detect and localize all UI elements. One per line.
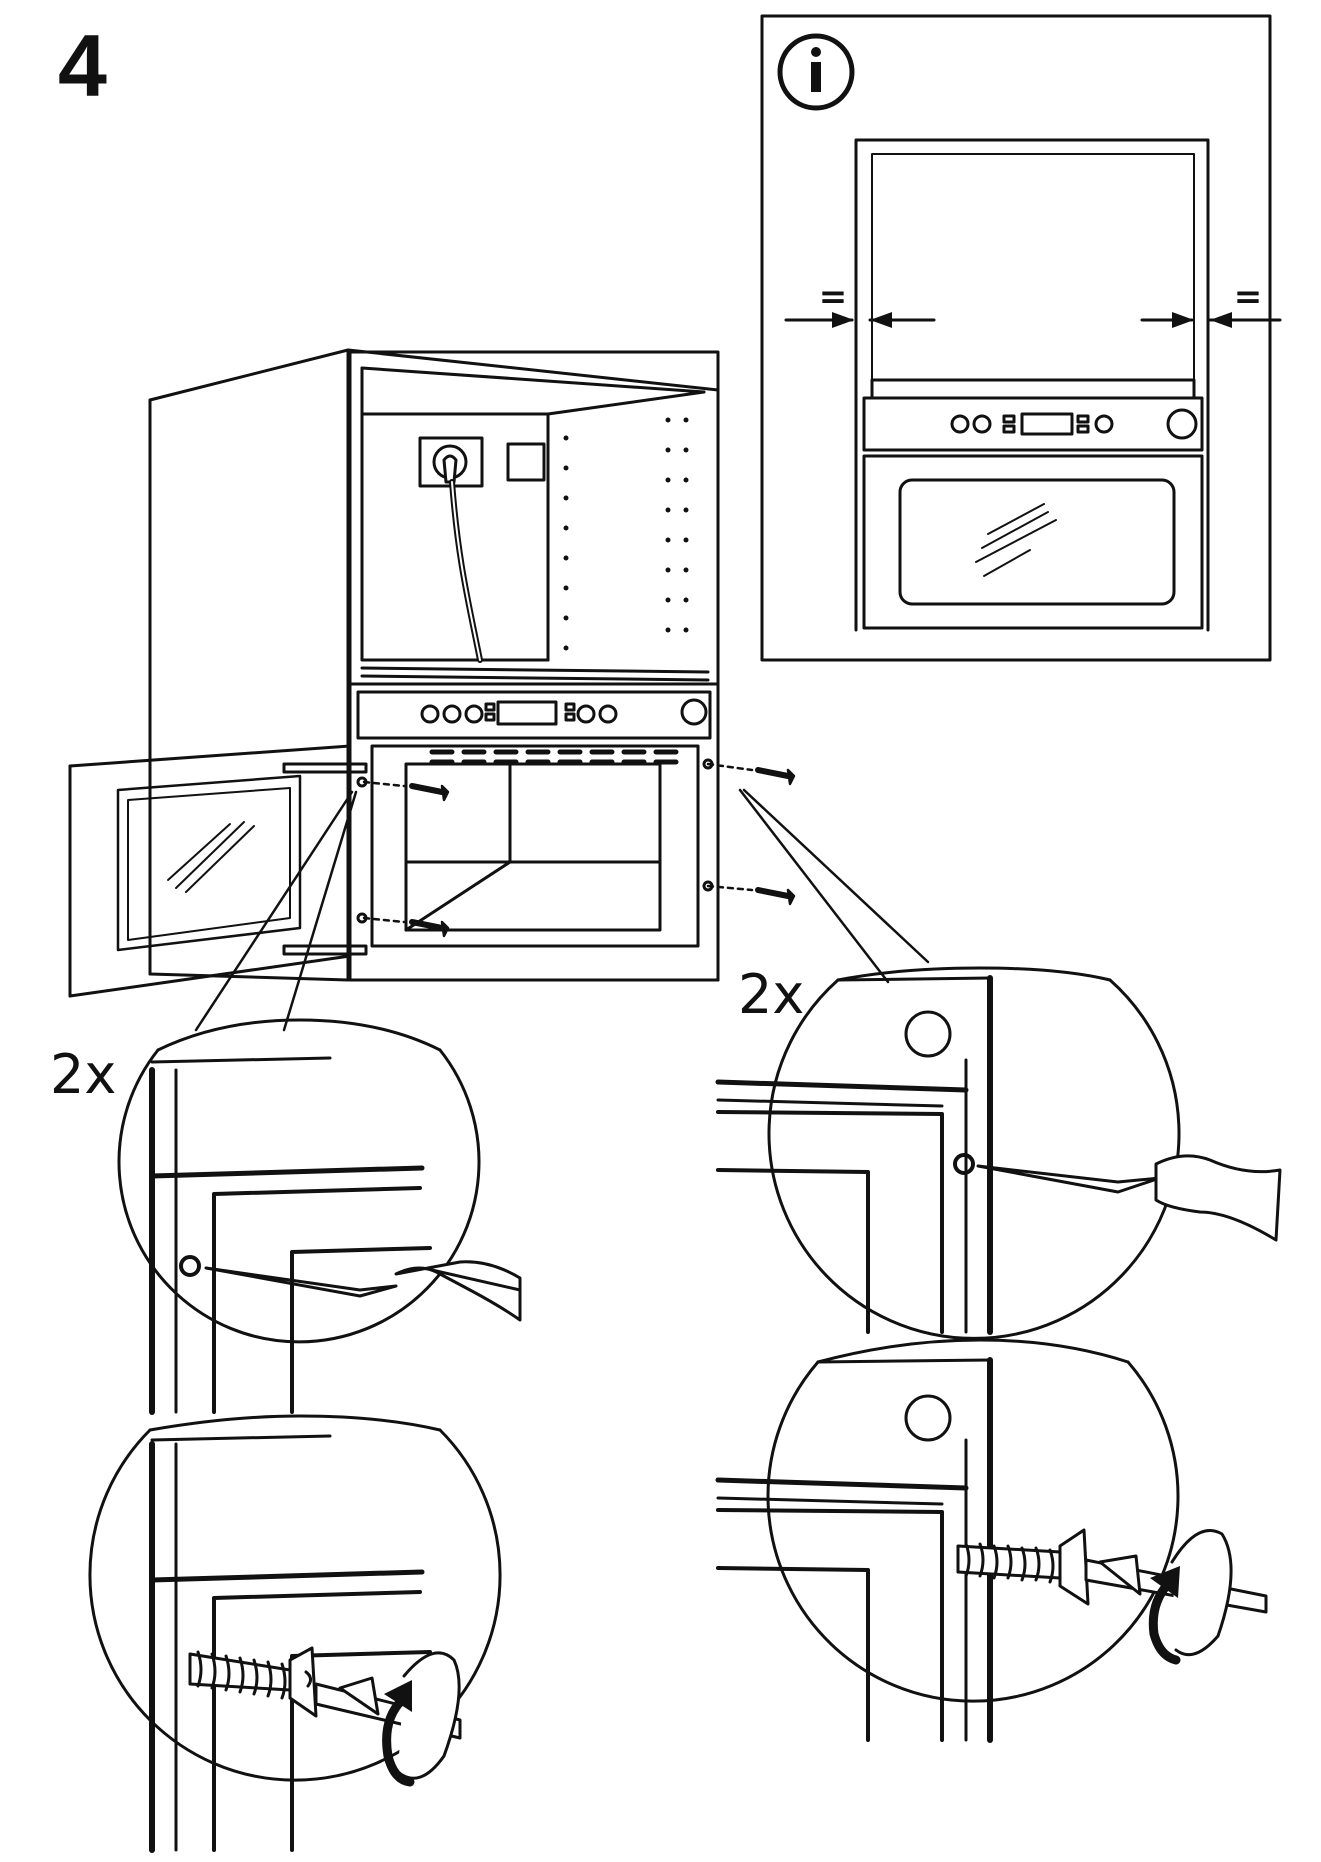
oven-small: [862, 378, 1204, 630]
step-number: 4: [58, 16, 107, 115]
vent-slots: [429, 749, 679, 765]
callout-lines: [194, 788, 930, 1032]
detail-right-top: [715, 966, 1282, 1340]
fixing-screws: [362, 762, 796, 938]
quantity-label-left: 2x: [50, 1043, 117, 1106]
cabinet-niche: [854, 138, 1210, 632]
shelf-holes: [563, 417, 689, 651]
screwdriver-icon: [204, 1260, 522, 1322]
screwdriver-icon: [976, 1154, 1282, 1242]
screw-icon: [188, 1646, 318, 1718]
power-socket: [418, 436, 546, 663]
equal-gap-right-label: =: [1234, 277, 1263, 317]
info-box: [760, 14, 1282, 662]
detail-left-top: [117, 1018, 522, 1415]
equal-gap-left-label: =: [819, 277, 848, 317]
rotate-arrow-icon: [382, 1680, 415, 1787]
info-icon: [777, 33, 855, 111]
screwdriver-icon: [314, 1651, 462, 1780]
tall-cabinet: [148, 348, 720, 982]
screw-icon: [956, 1528, 1090, 1606]
detail-right-bottom: [715, 1338, 1268, 1743]
detail-left-bottom: [88, 1414, 502, 1853]
gap-arrows: [784, 312, 1282, 328]
rotate-arrow-icon: [1148, 1566, 1181, 1665]
oven-door: [68, 744, 352, 998]
quantity-label-right: 2x: [738, 963, 805, 1026]
